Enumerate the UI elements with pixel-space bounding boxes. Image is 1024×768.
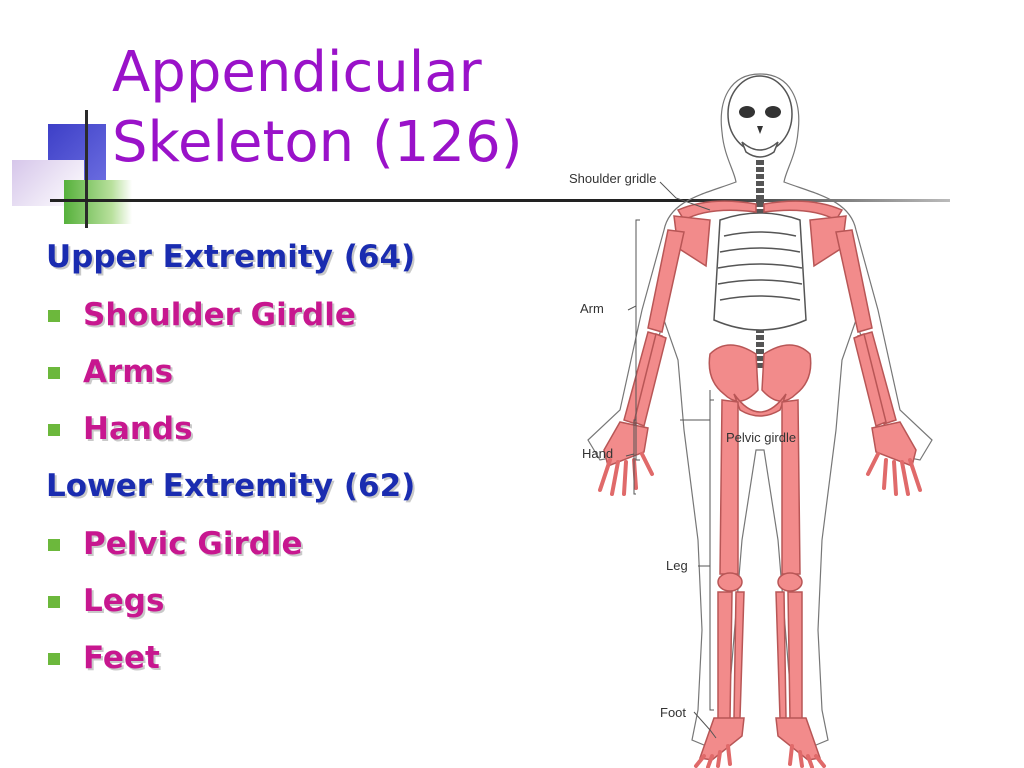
label-foot: Foot — [660, 705, 686, 720]
foot-bones — [694, 717, 826, 768]
label-arm: Arm — [580, 301, 604, 316]
label-pelvic-girdle: Pelvic girdle — [726, 430, 796, 445]
hand-bones — [598, 421, 922, 496]
ribcage-icon — [713, 160, 807, 370]
list-item-label: Pelvic Girdle — [83, 526, 303, 562]
bullet-list: Upper Extremity (64) Shoulder Girdle Arm… — [46, 232, 566, 690]
list-item-label: Feet — [83, 640, 160, 676]
bullet-square-icon — [48, 424, 60, 436]
slide-title: Appendicular Skeleton (126) — [112, 38, 632, 178]
leg-bones — [717, 399, 803, 721]
label-brackets — [625, 181, 717, 739]
list-item: Pelvic Girdle — [46, 519, 566, 576]
label-hand: Hand — [582, 446, 613, 461]
list-item: Hands — [46, 404, 566, 461]
skull-icon — [727, 75, 793, 158]
lower-extremity-heading: Lower Extremity (62) — [46, 468, 416, 504]
title-line-2: Skeleton (126) — [112, 110, 523, 175]
arm-bones — [623, 229, 897, 428]
list-item: Legs — [46, 576, 566, 633]
bullet-square-icon — [48, 310, 60, 322]
label-shoulder-girdle: Shoulder gridle — [569, 171, 656, 186]
list-item-label: Legs — [83, 583, 165, 619]
pelvic-girdle-bones — [708, 344, 812, 417]
shoulder-girdle-bones — [673, 200, 847, 268]
bullet-square-icon — [48, 596, 60, 608]
bullet-square-icon — [48, 653, 60, 665]
label-leg: Leg — [666, 558, 688, 573]
decor-vertical-line — [85, 110, 88, 228]
skeleton-illustration: Shoulder gridle Arm Hand Pelvic girdle L… — [569, 73, 933, 768]
list-item-label: Shoulder Girdle — [83, 297, 356, 333]
list-item-label: Arms — [83, 354, 174, 390]
list-item: Shoulder Girdle — [46, 290, 566, 347]
decor-green-square — [64, 180, 132, 224]
list-item: Arms — [46, 347, 566, 404]
body-outline — [587, 73, 933, 751]
list-item: Feet — [46, 633, 566, 690]
bullet-square-icon — [48, 367, 60, 379]
upper-extremity-heading: Upper Extremity (64) — [46, 239, 416, 275]
title-line-1: Appendicular — [112, 40, 482, 105]
bullet-square-icon — [48, 539, 60, 551]
title-underline — [50, 199, 950, 202]
list-item-label: Hands — [83, 411, 193, 447]
